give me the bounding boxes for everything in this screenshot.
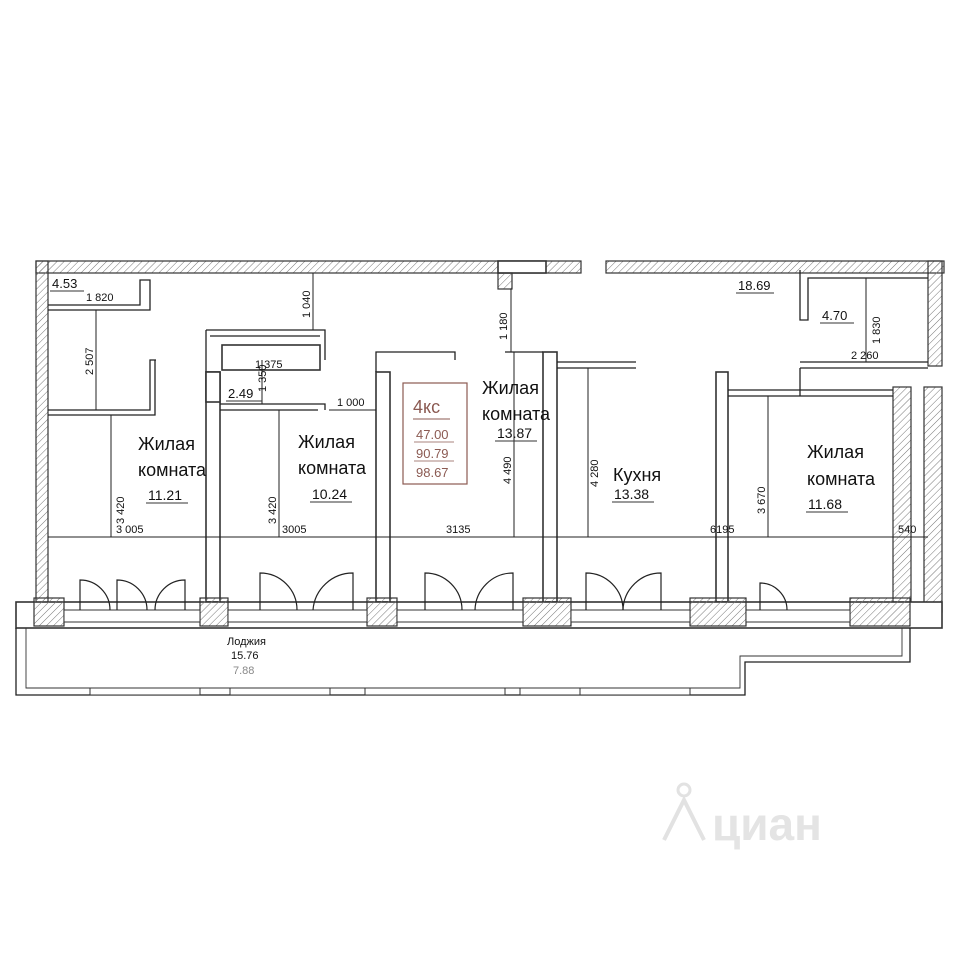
room-name: Лоджия <box>227 636 266 648</box>
apartment-type: 4кс <box>413 397 440 417</box>
apartment-badge: 4кс 47.00 90.79 98.67 <box>402 382 468 485</box>
dimension-lines <box>48 273 928 538</box>
area-label-1: 4.53 <box>52 276 77 291</box>
doors <box>79 572 788 611</box>
dimension-labels: 1 820 2 507 1 040 1 375 1 350 1 000 1 18… <box>84 290 916 536</box>
room-name-line1: Жилая <box>298 432 355 452</box>
dim-label: 3005 <box>282 524 306 536</box>
total-area: 90.79 <box>416 446 449 461</box>
room-area: 10.24 <box>312 486 347 502</box>
room-name-line2: комната <box>807 469 876 489</box>
dim-label: 3 420 <box>267 496 279 524</box>
outer-walls <box>35 260 945 613</box>
dim-label: 1 350 <box>257 364 269 392</box>
area-label-3: 18.69 <box>738 278 771 293</box>
room-name-line1: Жилая <box>138 434 195 454</box>
room-loggia: Лоджия 15.76 7.88 <box>227 636 266 677</box>
dim-label: 1 820 <box>86 292 114 304</box>
facade-wall <box>15 597 943 629</box>
dim-label: 540 <box>898 524 916 536</box>
dim-label: 3135 <box>446 524 470 536</box>
room-name-line1: Жилая <box>482 378 539 398</box>
dim-label: 2 507 <box>84 347 96 375</box>
room-name-line2: комната <box>138 460 207 480</box>
dim-label: 1 830 <box>871 316 883 344</box>
dim-label: 1 000 <box>337 397 365 409</box>
small-area-labels: 4.53 2.49 18.69 4.70 <box>50 276 854 402</box>
watermark: циан <box>662 782 822 850</box>
dim-label: 1 375 <box>255 359 283 371</box>
dim-label: 1 180 <box>498 312 510 340</box>
room-name-line2: комната <box>298 458 367 478</box>
dim-label: 3 670 <box>756 486 768 514</box>
dim-label: 3 005 <box>116 524 144 536</box>
room-area: 11.21 <box>148 487 182 503</box>
interior-walls <box>48 270 928 603</box>
room-reduced-area: 7.88 <box>233 665 254 677</box>
room-name-line2: комната <box>482 404 551 424</box>
area-label-2: 2.49 <box>228 386 253 401</box>
area-label-4: 4.70 <box>822 308 847 323</box>
room-kitchen: Кухня 13.38 <box>612 465 661 503</box>
dim-label: 4 280 <box>589 459 601 487</box>
area-with-loggia: 98.67 <box>416 465 449 480</box>
room-name: Кухня <box>613 465 661 485</box>
room-area: 15.76 <box>231 650 259 662</box>
room-name-line1: Жилая <box>807 442 864 462</box>
dim-label: 3 420 <box>115 496 127 524</box>
room-living-2: Жилая комната 10.24 <box>298 432 367 503</box>
room-living-4: Жилая комната 11.68 <box>806 442 876 513</box>
dim-label: 2 260 <box>851 350 879 362</box>
dim-label: 4 490 <box>502 456 514 484</box>
watermark-text: циан <box>712 798 822 850</box>
room-living-1: Жилая комната 11.21 <box>138 434 207 504</box>
room-area: 11.68 <box>808 496 842 512</box>
room-area: 13.38 <box>614 486 649 502</box>
dim-label: 1 040 <box>301 290 313 318</box>
living-area: 47.00 <box>416 427 449 442</box>
room-living-3: Жилая комната 13.87 <box>482 378 551 442</box>
dim-label: 6195 <box>710 524 734 536</box>
room-area: 13.87 <box>497 425 532 441</box>
loggia <box>15 628 911 696</box>
